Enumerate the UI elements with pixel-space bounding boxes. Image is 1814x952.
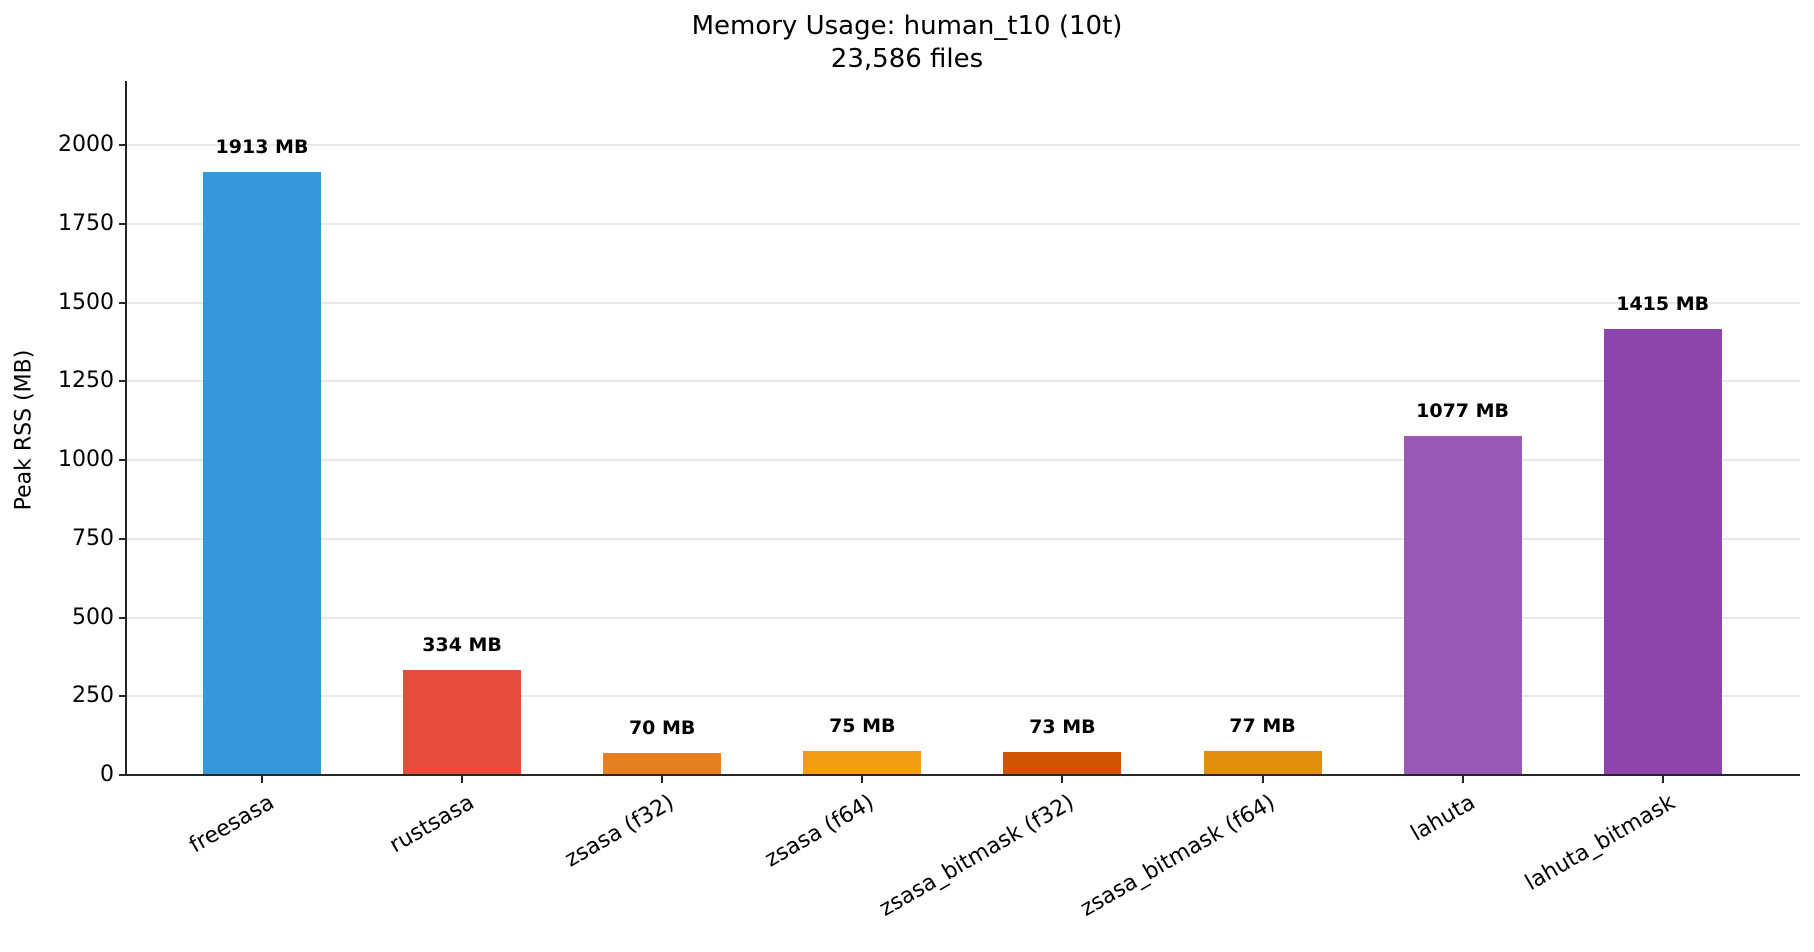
- gridline: [127, 537, 1800, 540]
- x-tick-label: zsasa (f64): [761, 790, 879, 873]
- gridline: [127, 380, 1800, 383]
- x-tick-label: freesasa: [185, 790, 279, 859]
- x-tick-label: zsasa_bitmask (f32): [875, 790, 1079, 922]
- y-tick-label: 250: [72, 683, 114, 709]
- x-tick-mark: [1461, 776, 1464, 783]
- y-tick-mark: [119, 537, 126, 540]
- y-tick-label: 750: [72, 525, 114, 551]
- y-tick-mark: [119, 380, 126, 383]
- bar-value-label: 1077 MB: [1416, 399, 1510, 422]
- y-tick-mark: [119, 459, 126, 461]
- bar-value-label: 1913 MB: [215, 136, 309, 159]
- bar-zsasa-f64: [803, 751, 922, 775]
- bar-lahuta: [1403, 435, 1522, 775]
- y-axis-line: [125, 81, 127, 776]
- bar-freesasa: [203, 172, 321, 775]
- y-tick-mark: [119, 144, 126, 146]
- y-tick-label: 500: [72, 604, 114, 630]
- bar-value-label: 73 MB: [1029, 716, 1096, 738]
- bar-rustsasa: [403, 669, 522, 775]
- bar-zsasa-f32: [603, 752, 722, 775]
- y-tick-mark: [119, 616, 126, 619]
- bar-value-label: 334 MB: [422, 633, 502, 656]
- y-tick-mark: [119, 301, 126, 304]
- y-tick-label: 2000: [58, 132, 114, 157]
- x-tick-label: lahuta_bitmask: [1520, 790, 1680, 896]
- chart-title: Memory Usage: human_t10 (10t): [691, 11, 1123, 41]
- bar-value-label: 77 MB: [1229, 714, 1296, 737]
- y-tick-label: 1750: [58, 210, 114, 236]
- bar-zsasa-bitmask-f64: [1203, 750, 1322, 775]
- y-tick-mark: [119, 222, 126, 225]
- x-tick-label: zsasa_bitmask (f64): [1075, 790, 1279, 922]
- x-tick-mark: [661, 776, 664, 783]
- x-tick-label: rustsasa: [385, 790, 479, 859]
- bar-lahuta-bitmask: [1603, 329, 1722, 775]
- y-axis-label: Peak RSS (MB): [11, 349, 37, 511]
- x-tick-label: zsasa (f32): [561, 790, 679, 873]
- y-tick-mark: [119, 774, 126, 776]
- y-tick-label: 1000: [58, 447, 114, 472]
- gridline: [127, 616, 1800, 619]
- x-tick-mark: [1061, 776, 1064, 783]
- y-tick-mark: [119, 695, 126, 698]
- gridline: [127, 144, 1800, 146]
- chart-subtitle: 23,586 files: [830, 44, 984, 74]
- x-tick-mark: [461, 776, 464, 783]
- x-tick-mark: [1661, 776, 1664, 783]
- gridline: [127, 301, 1800, 304]
- x-tick-mark: [261, 776, 263, 783]
- y-tick-label: 0: [100, 762, 114, 787]
- bar-value-label: 75 MB: [829, 715, 896, 738]
- bar-zsasa-bitmask-f32: [1003, 752, 1122, 775]
- x-tick-label: lahuta: [1406, 790, 1480, 847]
- y-tick-label: 1250: [58, 368, 114, 394]
- gridline: [127, 459, 1800, 461]
- bar-value-label: 1415 MB: [1616, 293, 1710, 316]
- x-axis-line: [125, 774, 1800, 776]
- x-tick-mark: [861, 776, 864, 783]
- gridline: [127, 222, 1800, 225]
- y-tick-label: 1500: [58, 289, 114, 315]
- bar-value-label: 70 MB: [628, 716, 696, 739]
- x-tick-mark: [1261, 776, 1264, 783]
- gridline: [127, 695, 1800, 698]
